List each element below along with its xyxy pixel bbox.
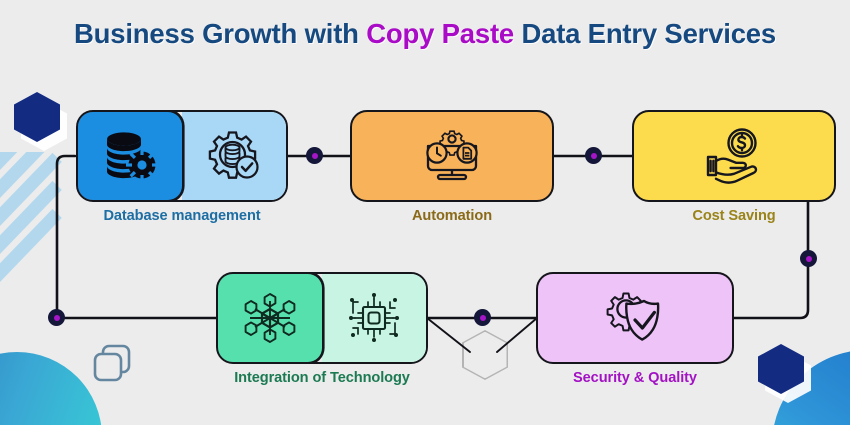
card-label-cost-saving: Cost Saving bbox=[692, 208, 776, 224]
card-half-secondary bbox=[322, 274, 426, 362]
gear-database-check-icon bbox=[204, 127, 264, 185]
card-label-automation: Automation bbox=[411, 208, 493, 224]
hexagon-network-icon bbox=[237, 287, 303, 349]
cpu-chip-icon bbox=[341, 287, 407, 349]
database-stack-gear-icon bbox=[100, 127, 160, 185]
card-label-integration-of-technology: Integration of Technology bbox=[234, 370, 410, 386]
card-half-primary bbox=[352, 112, 552, 200]
connector-node-5 bbox=[48, 309, 65, 326]
card-half-primary bbox=[218, 274, 322, 362]
page-title: Business Growth with Copy Paste Data Ent… bbox=[0, 18, 850, 50]
card-security-quality[interactable] bbox=[536, 272, 734, 364]
card-half-secondary bbox=[182, 112, 286, 200]
connector-node-4 bbox=[474, 309, 491, 326]
connector-node-2 bbox=[585, 147, 602, 164]
connector-node-3 bbox=[800, 250, 817, 267]
card-label-database-management: Database management bbox=[103, 208, 261, 224]
card-cost-saving[interactable] bbox=[632, 110, 836, 202]
card-half-primary bbox=[78, 112, 182, 200]
connector-node-1 bbox=[306, 147, 323, 164]
card-half-primary bbox=[538, 274, 732, 362]
card-database-management[interactable] bbox=[76, 110, 288, 202]
card-label-security-quality: Security & Quality bbox=[573, 370, 697, 386]
monitor-automation-icon bbox=[418, 126, 486, 186]
title-highlight: Copy Paste bbox=[366, 18, 514, 49]
title-prefix: Business Growth with bbox=[74, 18, 367, 49]
card-half-primary bbox=[634, 112, 834, 200]
title-suffix: Data Entry Services bbox=[514, 18, 776, 49]
card-integration-of-technology[interactable] bbox=[216, 272, 428, 364]
hand-holding-dollar-icon bbox=[696, 127, 772, 185]
gear-shield-check-icon bbox=[600, 287, 670, 349]
card-automation[interactable] bbox=[350, 110, 554, 202]
